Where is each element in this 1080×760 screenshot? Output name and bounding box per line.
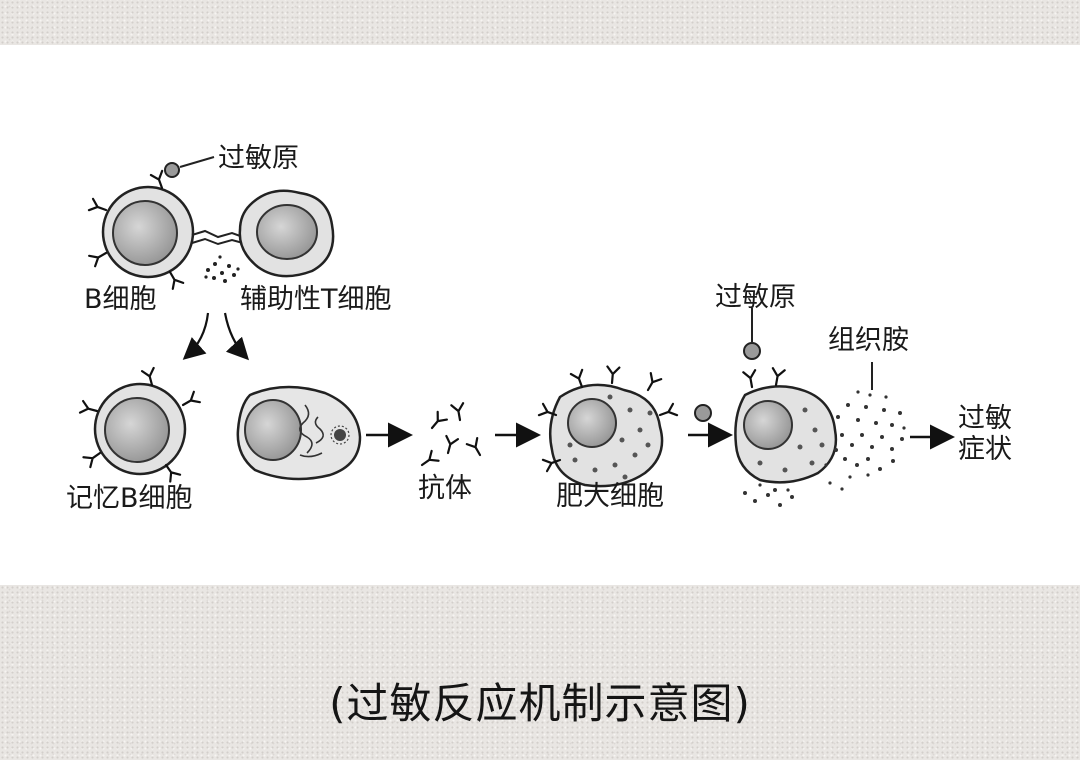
diagram-panel: 过敏原 B细胞 辅助性T细胞 记忆B细胞 抗体 肥大细胞 过敏原 组织胺 过敏 … [0,45,1080,585]
b-cell-label: B细胞 [84,284,157,315]
allergen-label-right: 过敏原 [715,282,796,313]
helper-t-cell [238,189,335,278]
allergen-particle [694,404,712,422]
cell-synapse [191,229,244,246]
b-cell [87,169,195,290]
allergy-symptoms-line2: 症状 [958,434,1012,466]
histamine-label: 组织胺 [828,325,909,356]
mast-cell [537,365,679,488]
antibody-label: 抗体 [418,473,472,504]
allergy-symptoms-line1: 过敏 [958,403,1012,434]
memory-b-cell-label: 记忆B细胞 [66,483,193,514]
antibody-group [417,402,487,472]
mast-cell-label: 肥大细胞 [556,481,664,512]
arrow-to-memory-b [182,312,210,360]
allergen-label-top: 过敏原 [218,143,299,174]
cytokine-dots [204,255,240,283]
allergy-mechanism-diagram [78,156,955,507]
activated-mast-cell [734,308,838,507]
plasma-cell [236,385,362,481]
allergen-particle [164,162,180,178]
diagram-caption: (过敏反应机制示意图) [329,679,751,728]
b-cell-receptor [87,197,110,217]
allergy-symptoms-label: 过敏 症状 [958,403,1012,465]
arrow-to-plasma [223,312,250,361]
histamine-particles [824,390,906,491]
memory-b-cell [78,366,201,483]
allergen-leader-line [179,156,215,168]
helper-t-cell-label: 辅助性T细胞 [240,284,392,315]
